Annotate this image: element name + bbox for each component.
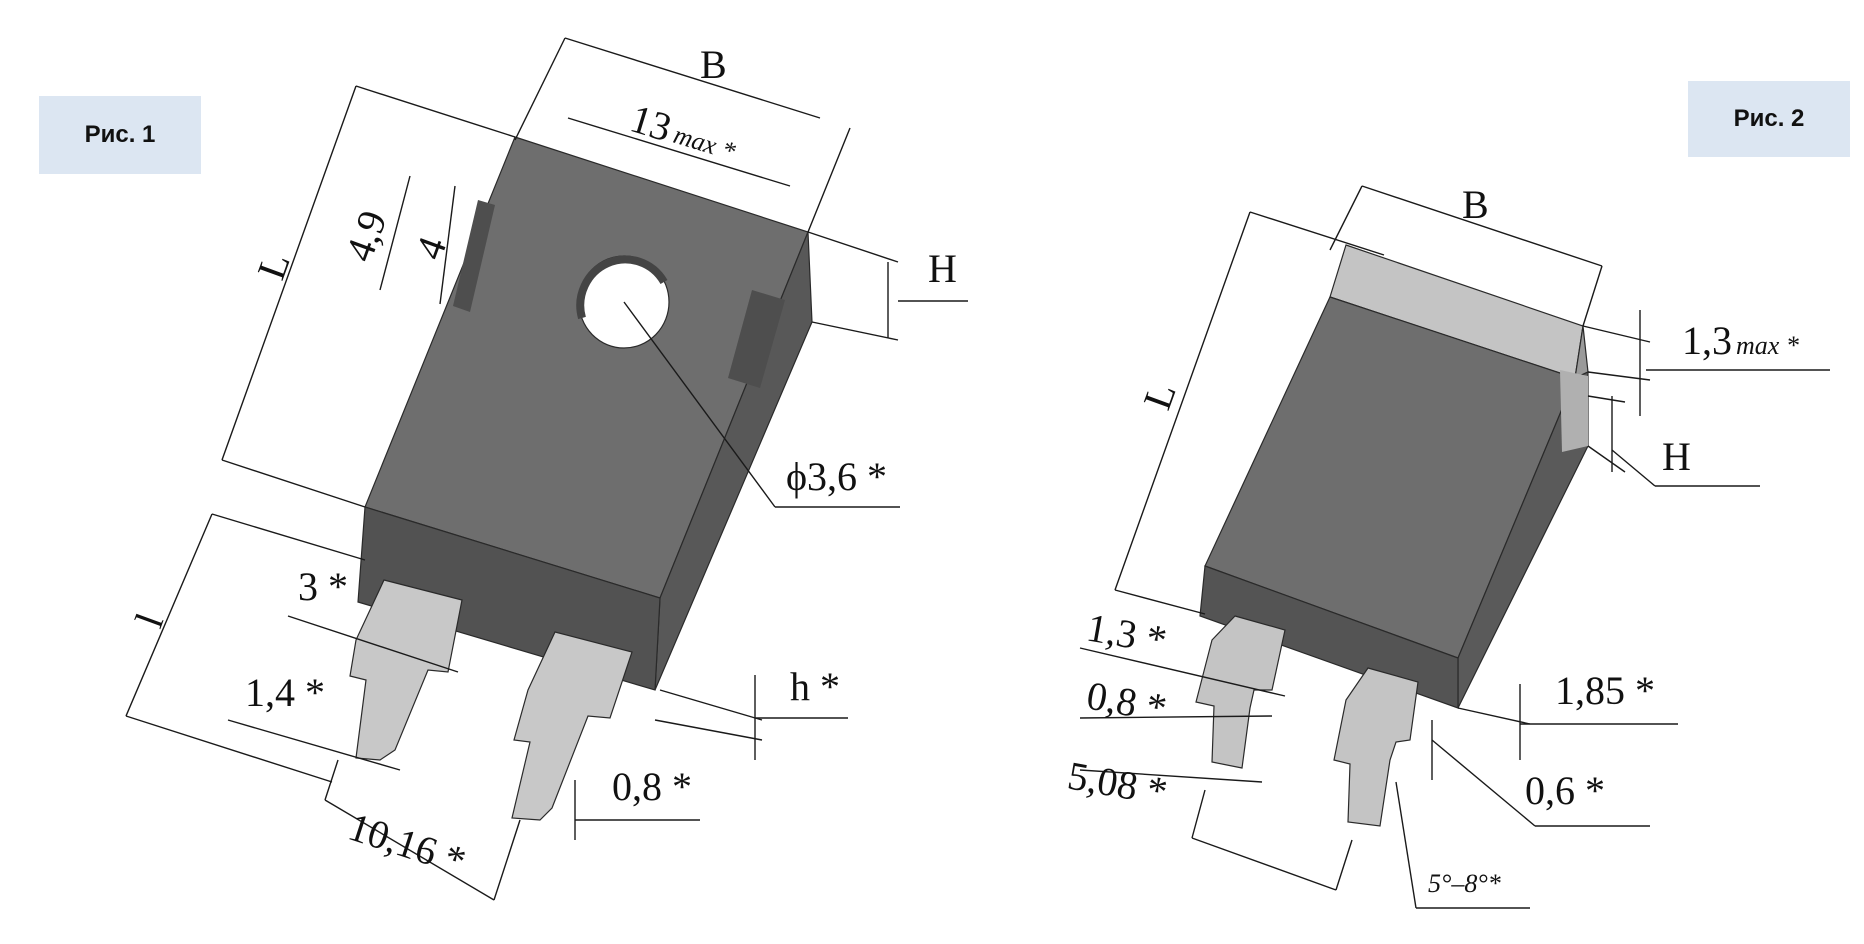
fig1-lead-left bbox=[349, 579, 463, 761]
fig1-dim-13: 13 bbox=[625, 96, 676, 151]
fig2-dim-1-3max: 1,3 bbox=[1682, 318, 1732, 363]
fig1-lead-right bbox=[511, 631, 633, 821]
fig2-dim-1-3: 1,3 * bbox=[1083, 605, 1170, 663]
fig2-dim-angle: 5°–8°* bbox=[1428, 869, 1501, 898]
fig1-dim-L: L bbox=[248, 247, 299, 285]
fig2-body-side bbox=[1457, 371, 1589, 709]
fig2-lead-right bbox=[1333, 667, 1419, 827]
fig2-dim-0-6: 0,6 * bbox=[1525, 768, 1605, 813]
fig2-dim-0-8: 0,8 * bbox=[1083, 673, 1170, 731]
fig1-dim-H: H bbox=[928, 246, 957, 291]
fig2-lead-left bbox=[1195, 615, 1286, 769]
fig1-dim-B: B bbox=[700, 42, 727, 87]
fig2-dim-1-85: 1,85 * bbox=[1555, 668, 1655, 713]
figure-2-drawing: B L 1,3 max * H 1,3 * 0,8 * 5,08 * 1,85 … bbox=[1064, 182, 1830, 909]
fig1-dim-l: l bbox=[126, 607, 172, 633]
fig2-dimension-lines bbox=[1079, 185, 1830, 909]
fig1-dim-0-8: 0,8 * bbox=[612, 764, 692, 809]
fig1-dim-3: 3 * bbox=[298, 564, 348, 609]
figure-1-label: Рис. 1 bbox=[39, 96, 201, 174]
fig1-dim-4: 4 bbox=[406, 231, 455, 265]
fig1-dim-10-16: 10,16 * bbox=[343, 804, 471, 884]
fig2-dim-5-08: 5,08 * bbox=[1064, 753, 1170, 815]
figure-1-drawing: B 13 max * 4,9 4 L H ϕ3,6 * l 3 * 1,4 * … bbox=[125, 37, 968, 901]
fig1-slot-notch bbox=[453, 200, 495, 312]
fig1-dimension-lines bbox=[125, 37, 968, 901]
fig2-dim-H: H bbox=[1662, 434, 1691, 479]
fig1-dim-4-9: 4,9 bbox=[336, 205, 395, 267]
fig2-tab-edge bbox=[1560, 370, 1588, 452]
fig1-dim-h: h * bbox=[790, 664, 840, 709]
fig1-dim-1-4: 1,4 * bbox=[245, 670, 325, 715]
fig2-dim-L: L bbox=[1134, 377, 1185, 415]
fig1-dim-hole: ϕ3,6 * bbox=[786, 454, 887, 499]
figure-2-label: Рис. 2 bbox=[1688, 81, 1850, 157]
fig1-right-notch bbox=[728, 290, 785, 388]
fig2-dim-B: B bbox=[1462, 182, 1489, 227]
fig2-dim-1-3max-suffix: max * bbox=[1736, 331, 1799, 360]
